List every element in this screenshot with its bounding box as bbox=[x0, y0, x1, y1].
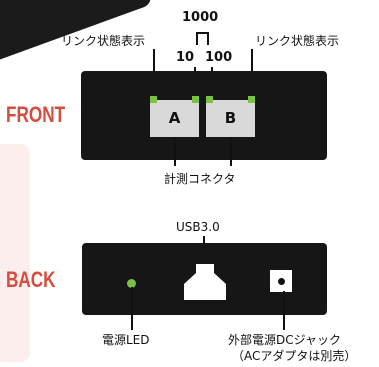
measure-connector-label: 計測コネクタ bbox=[164, 172, 236, 186]
speed-100-label: 100 bbox=[205, 50, 233, 65]
speed-bracket-right bbox=[207, 32, 209, 45]
front-panel: A B bbox=[81, 71, 327, 160]
speed-10-label: 10 bbox=[176, 50, 195, 65]
leader-power-led bbox=[131, 287, 133, 330]
back-panel bbox=[82, 243, 327, 315]
link-led-b-right bbox=[248, 96, 255, 103]
leader-dc-jack bbox=[283, 291, 285, 330]
power-led-label: 電源LED bbox=[102, 333, 150, 347]
link-led-a-left bbox=[150, 96, 157, 103]
speed-1000-label: 1000 bbox=[182, 10, 219, 25]
dc-jack-icon bbox=[270, 270, 292, 292]
usb-port-icon bbox=[184, 264, 226, 300]
dc-jack-label-line1: 外部電源DCジャック bbox=[228, 333, 342, 347]
speed-bracket-top bbox=[196, 32, 208, 34]
front-side-label: FRONT bbox=[6, 102, 66, 127]
leader-port-a bbox=[174, 137, 176, 166]
dc-jack-label-line2: （ACアダプタは別売） bbox=[232, 349, 357, 363]
link-status-label-right: リンク状態表示 bbox=[255, 34, 340, 48]
leader-port-b bbox=[230, 137, 232, 166]
speed-bracket-left bbox=[196, 32, 198, 45]
power-led bbox=[127, 279, 136, 288]
side-panel-decoration bbox=[0, 144, 30, 362]
link-led-a-right bbox=[192, 96, 199, 103]
usb-label: USB3.0 bbox=[176, 220, 220, 234]
link-led-b-left bbox=[206, 96, 213, 103]
corner-decoration bbox=[0, 0, 154, 64]
dc-jack-pin-icon bbox=[277, 277, 285, 285]
back-side-label: BACK bbox=[6, 267, 56, 292]
link-status-label-left: リンク状態表示 bbox=[61, 34, 146, 48]
port-a: A bbox=[150, 100, 199, 137]
port-b: B bbox=[206, 100, 255, 137]
